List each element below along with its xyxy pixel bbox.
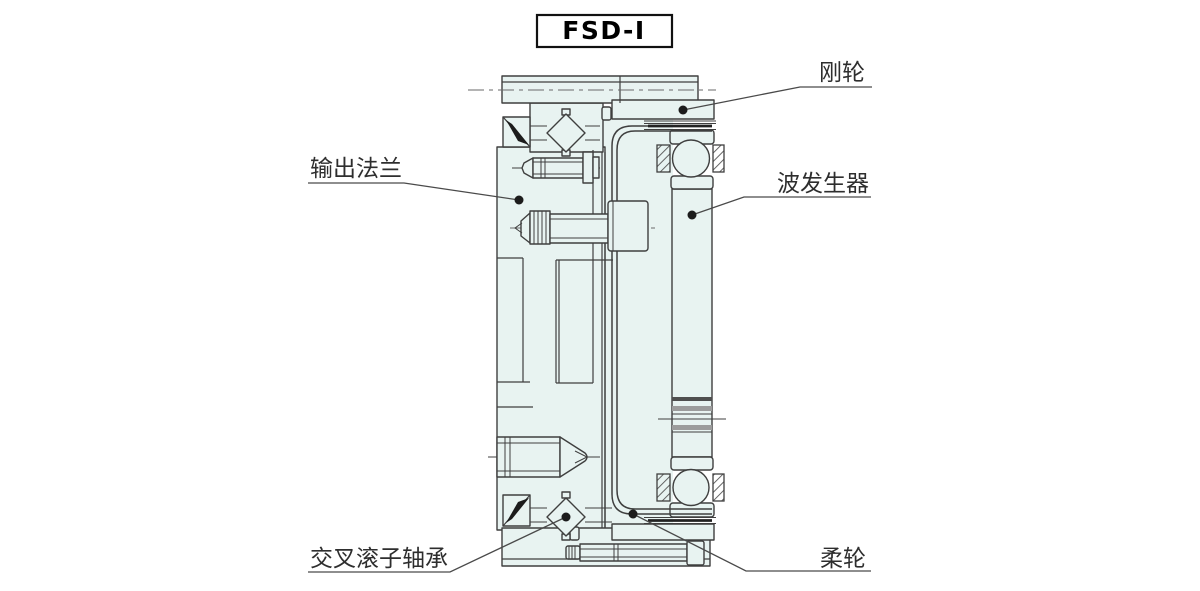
leader-dot bbox=[678, 105, 688, 115]
title-box: FSD-I bbox=[535, 13, 674, 49]
diaphragm-boss-top bbox=[601, 106, 612, 121]
leader-dot bbox=[561, 512, 571, 522]
label-circular-spline: 刚轮 bbox=[819, 60, 865, 86]
leader-dot bbox=[687, 210, 697, 220]
callout-flexspline: 柔轮 bbox=[628, 509, 871, 572]
callout-circular-spline: 刚轮 bbox=[678, 60, 872, 115]
callout-crossed-roller-bearing: 交叉滚子轴承 bbox=[308, 512, 571, 573]
flexspline-wall bbox=[611, 125, 712, 515]
leader-dot bbox=[514, 195, 524, 205]
bearing-ball-top bbox=[671, 139, 711, 178]
label-wave-generator: 波发生器 bbox=[777, 171, 869, 197]
circular-spline-top-block bbox=[611, 99, 715, 120]
bolt-bottom bbox=[565, 540, 705, 566]
bearing-ball-bottom bbox=[672, 468, 710, 507]
circular-spline-bottom-block bbox=[611, 523, 715, 541]
wave-generator-hub bbox=[671, 188, 713, 458]
leader-dot bbox=[628, 509, 638, 519]
label-flexspline: 柔轮 bbox=[820, 546, 866, 572]
crossed-roller-top bbox=[502, 108, 586, 157]
gear-teeth-bottom bbox=[644, 517, 716, 524]
label-output-flange: 输出法兰 bbox=[310, 156, 402, 182]
callouts: 刚轮 输出法兰 波发生器 交叉滚子轴承 柔轮 bbox=[308, 60, 872, 573]
gear-teeth-top bbox=[644, 120, 716, 130]
bolt-middle bbox=[510, 200, 655, 252]
label-crossed-roller-bearing: 交叉滚子轴承 bbox=[310, 546, 448, 572]
inner-cavity bbox=[600, 115, 673, 527]
title-frame bbox=[535, 13, 674, 49]
callout-output-flange: 输出法兰 bbox=[308, 156, 524, 205]
bolt-top bbox=[512, 151, 600, 184]
ball-bearing-bottom bbox=[656, 468, 725, 507]
callout-wave-generator: 波发生器 bbox=[687, 171, 871, 220]
wg-bearing-inner-race-top bbox=[670, 175, 714, 190]
bolt-lower bbox=[488, 436, 600, 478]
coupling-bands bbox=[658, 397, 726, 433]
title-text: FSD-I bbox=[562, 16, 645, 45]
gear-unit-drawing bbox=[468, 75, 726, 567]
ball-bearing-top bbox=[656, 139, 725, 178]
wg-bearing-inner-race-bottom bbox=[670, 456, 714, 471]
